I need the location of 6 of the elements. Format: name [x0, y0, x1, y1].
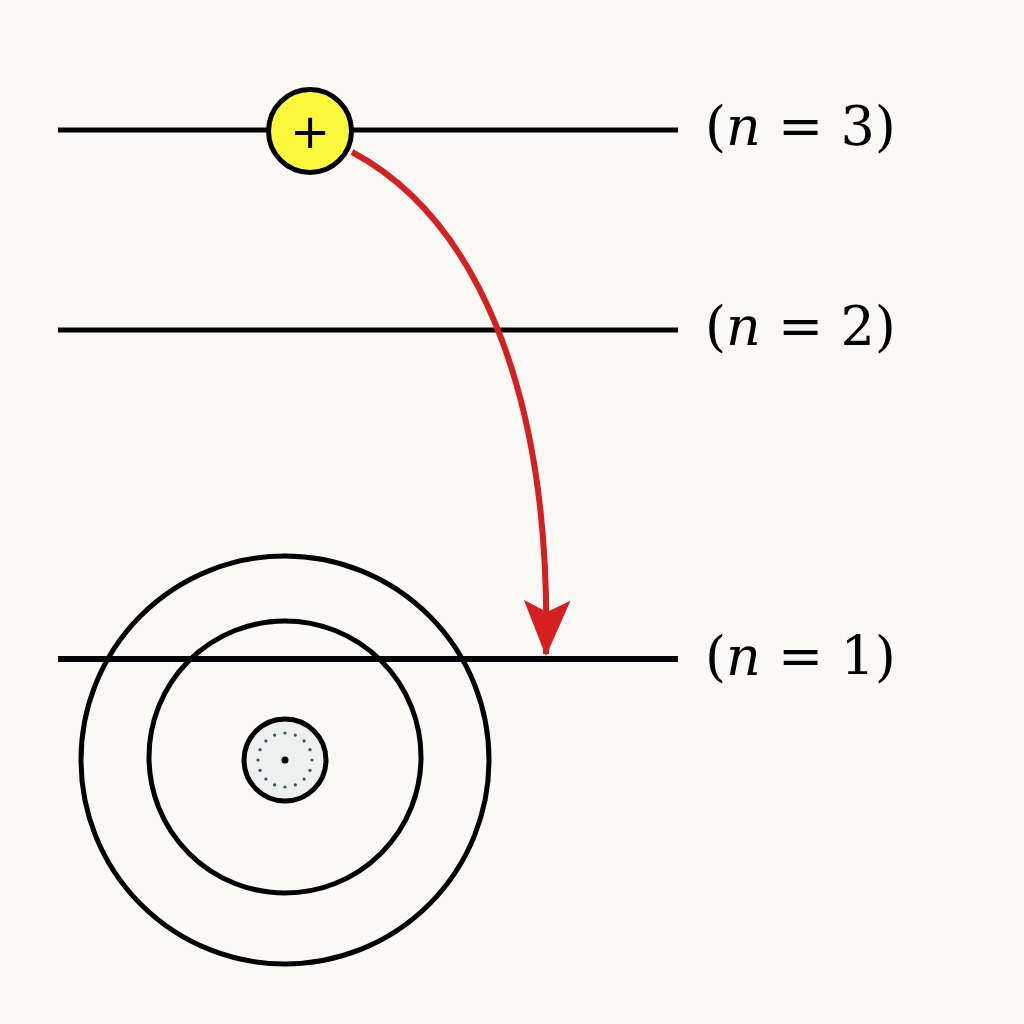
energy-level-label: (n = 2) [705, 300, 896, 354]
energy-level-label: (n = 1) [705, 630, 896, 684]
energy-level-label: (n = 3) [705, 100, 896, 154]
arrow [350, 149, 570, 657]
undefined [58, 656, 678, 662]
plus-sign: + [289, 107, 331, 155]
